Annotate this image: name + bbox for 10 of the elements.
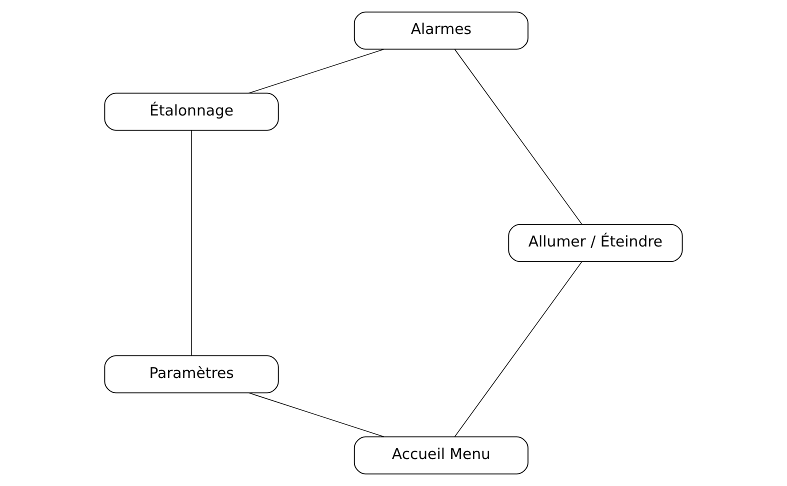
node-box: Étalonnage [104, 92, 279, 131]
node-box: Allumer / Éteindre [508, 224, 683, 262]
node-box: Accueil Menu [354, 436, 528, 474]
node-box: Alarmes [354, 12, 528, 50]
connector [191, 130, 192, 356]
connector [454, 261, 582, 437]
connector [454, 49, 582, 225]
connector [248, 392, 384, 438]
connector [248, 48, 384, 94]
node-box: Paramètres [104, 355, 279, 394]
